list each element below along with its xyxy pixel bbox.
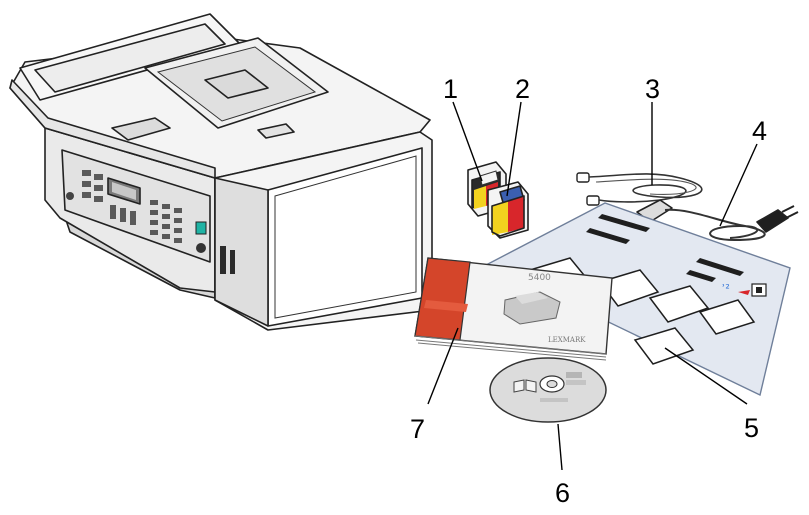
phone-cord-icon (576, 172, 703, 206)
callout-4: 4 (752, 116, 767, 146)
manual-icon: 5400 LEXMARK (414, 257, 613, 361)
color-cartridge-icon (487, 181, 529, 239)
callout-2: 2 (515, 74, 530, 104)
power-cord-icon (636, 199, 799, 242)
manual-brand-text: LEXMARK (548, 336, 586, 344)
manual-model-text: 5400 (528, 273, 551, 283)
svg-text:ʾ²: ʾ² (722, 282, 730, 295)
callout-3: 3 (645, 74, 660, 104)
callout-6: 6 (555, 478, 570, 508)
callout-leaders (427, 101, 758, 471)
printer-icon (9, 13, 433, 331)
callout-7: 7 (410, 414, 425, 444)
setup-sheet-icon: ʾ² (486, 202, 791, 397)
callout-5: 5 (744, 413, 759, 443)
start-button-icon (195, 221, 207, 235)
callout-1: 1 (443, 74, 458, 104)
software-cd-icon (489, 357, 607, 423)
